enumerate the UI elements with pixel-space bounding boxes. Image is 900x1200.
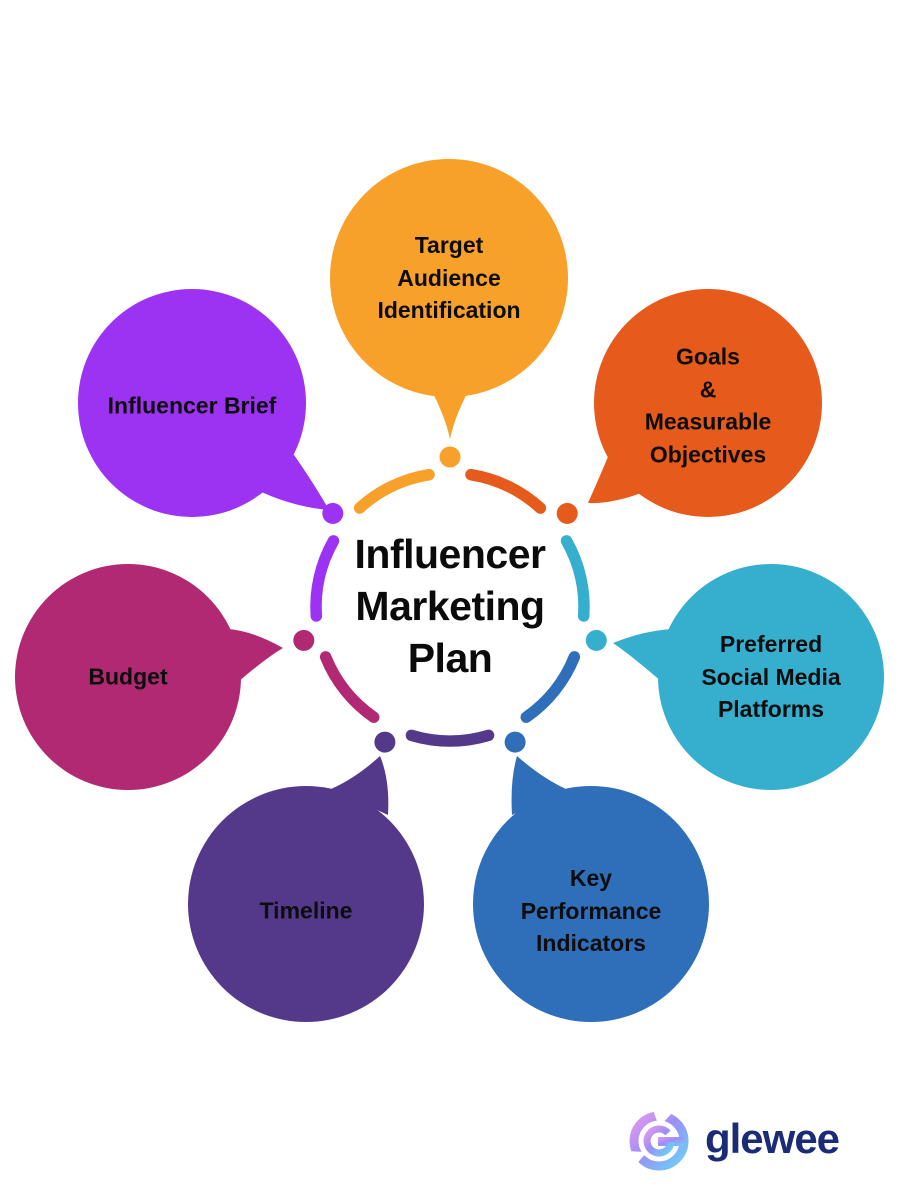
center-ring-dots (293, 446, 607, 753)
g-icon-notch-top (652, 1107, 674, 1127)
g-icon-inner-hook (643, 1125, 675, 1157)
bubble-circle (15, 564, 241, 790)
ring-dot-kpi (504, 731, 526, 753)
ring-segment-budget (319, 651, 380, 723)
ring-dot-brief (322, 502, 344, 524)
ring-segment-brief (310, 535, 340, 622)
ring-segment-timeline (405, 729, 495, 747)
bubble-tail (588, 452, 644, 504)
bubble-circle (658, 564, 884, 790)
bubble-circle (330, 159, 568, 397)
bubble-tail (228, 629, 283, 682)
bubble-tail (331, 756, 389, 815)
bubble-target-audience-identification (330, 159, 568, 439)
bubble-circle (594, 289, 822, 517)
bubble-timeline (188, 756, 424, 1022)
ring-segment-target (353, 468, 435, 514)
bubble-tail (613, 629, 672, 682)
ring-segment-platforms (560, 535, 590, 622)
bubble-budget (15, 564, 283, 790)
center-ring (310, 468, 590, 747)
ring-dot-timeline (374, 731, 396, 753)
g-icon-bar (658, 1137, 684, 1146)
glewee-logo-icon (624, 1107, 689, 1171)
ring-dot-target (439, 446, 461, 468)
bubble-goals-measurable-objectives (588, 289, 822, 517)
bubble-circle (188, 786, 424, 1022)
ring-dot-goals (556, 502, 578, 524)
bubble-preferred-social-media-platforms (613, 564, 884, 790)
ring-segment-goals (465, 468, 547, 514)
bubble-influencer-brief (78, 289, 329, 517)
bubble-key-performance-indicators (473, 756, 709, 1022)
g-icon-notch-bottom-left (624, 1151, 647, 1168)
bubble-tail (257, 452, 329, 510)
bubble-circle (473, 786, 709, 1022)
bubble-tail (511, 756, 566, 815)
ring-segment-kpi (520, 651, 581, 723)
ring-dot-platforms (585, 629, 607, 651)
ring-dot-budget (293, 629, 315, 651)
bubble-circle (78, 289, 306, 517)
